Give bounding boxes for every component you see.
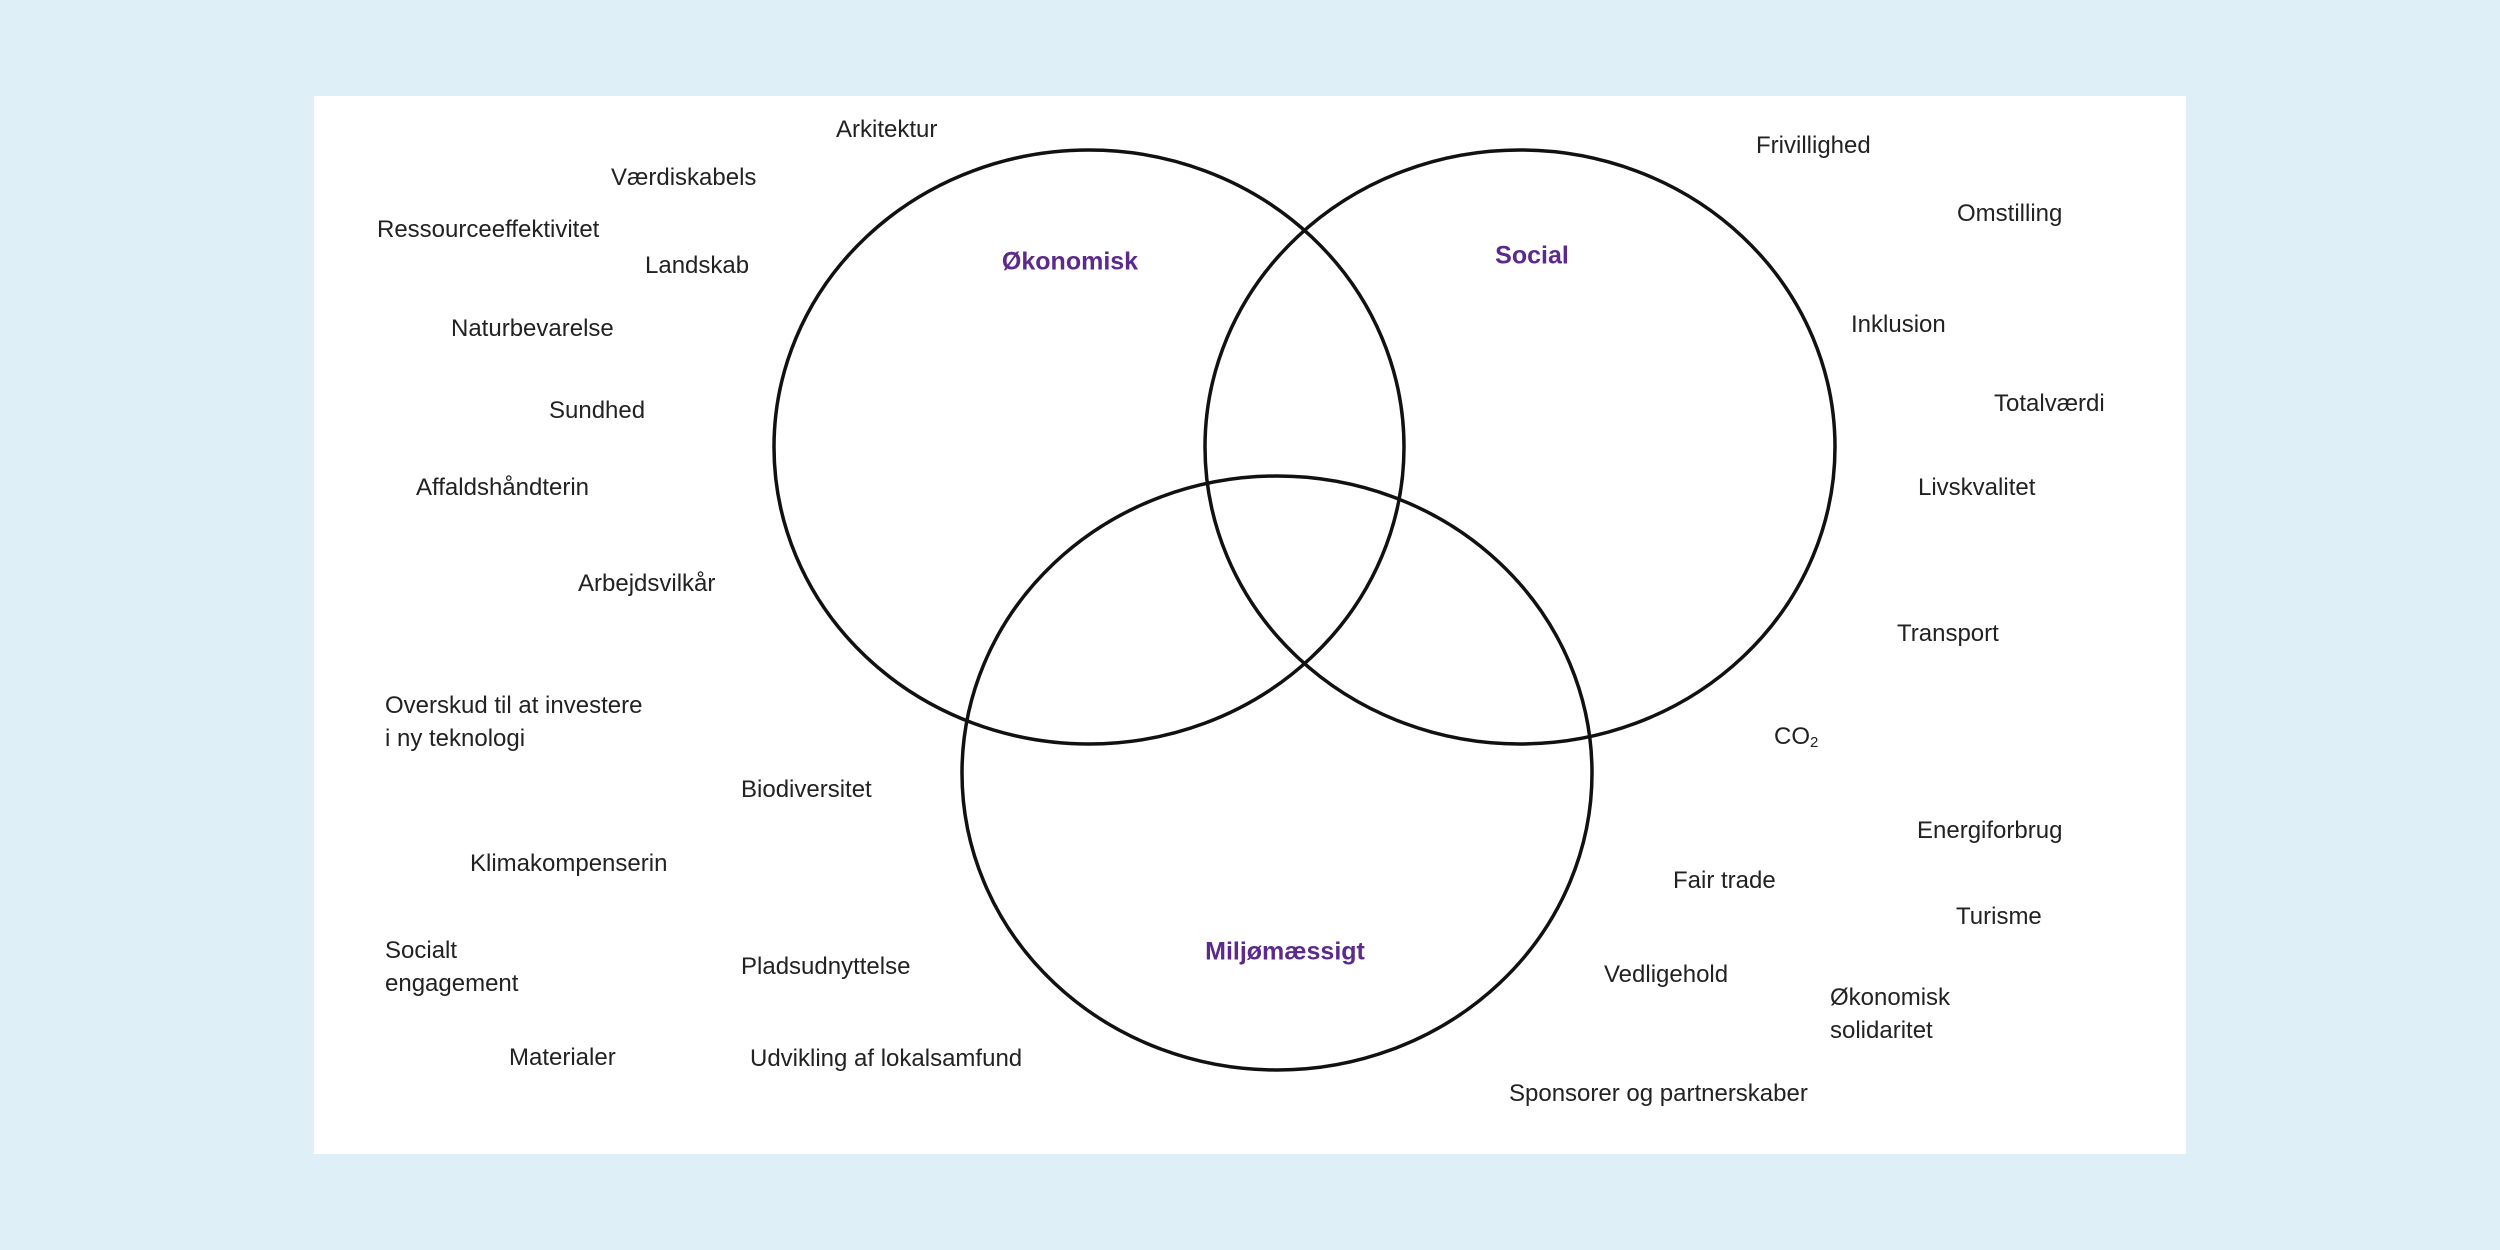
set-label-environmental: Miljømæssigt (1205, 937, 1365, 966)
set-label-economic: Økonomisk (1001, 247, 1139, 276)
term-energiforbrug: Energiforbrug (1917, 817, 2063, 844)
term-overskud-line1: Overskud til at investere (385, 692, 643, 719)
term-totalvaerdi: Totalværdi (1994, 390, 2105, 417)
term-overskud: Overskud til at investere i ny teknologi (385, 689, 642, 755)
term-arkitektur: Arkitektur (836, 116, 938, 143)
term-turisme: Turisme (1956, 903, 2042, 930)
term-socialt-engagement: Socialt engagement (385, 934, 518, 1000)
term-vedligehold: Vedligehold (1604, 961, 1729, 988)
term-affaldshaandterin: Affaldshåndterin (416, 474, 590, 501)
term-socialt-line1: Socialt (385, 937, 458, 964)
term-sundhed: Sundhed (549, 397, 646, 424)
social-circle (1203, 148, 1837, 746)
term-udvikling: Udvikling af lokalsamfund (750, 1045, 1023, 1072)
term-frivillighed: Frivillighed (1756, 132, 1871, 159)
term-ressourceeffektivitet: Ressourceeffektivitet (377, 216, 600, 243)
term-fair-trade: Fair trade (1673, 867, 1776, 894)
economic-circle (772, 148, 1406, 746)
term-biodiversitet: Biodiversitet (741, 776, 872, 803)
term-co2-main: CO (1774, 723, 1810, 750)
term-omstilling: Omstilling (1957, 200, 2063, 227)
term-overskud-line2: i ny teknologi (385, 725, 526, 752)
term-co2-subscript: 2 (1810, 734, 1819, 751)
term-co2: CO2 (1774, 720, 1818, 759)
term-arbejdsvilkaar: Arbejdsvilkår (578, 570, 716, 597)
term-livskvalitet: Livskvalitet (1918, 474, 2036, 501)
term-pladsudnyttelse: Pladsudnyttelse (741, 953, 911, 980)
term-inklusion: Inklusion (1851, 311, 1946, 338)
term-naturbevarelse: Naturbevarelse (451, 315, 614, 342)
set-label-social: Social (1495, 241, 1569, 270)
term-materialer: Materialer (509, 1044, 616, 1071)
term-klimakompenserin: Klimakompenserin (470, 850, 668, 877)
environmental-circle (960, 474, 1594, 1072)
term-transport: Transport (1897, 620, 1999, 647)
term-oekonomisk-line2: solidaritet (1830, 1017, 1933, 1044)
term-vaerdiskabels: Værdiskabels (611, 164, 757, 191)
term-oekonomisk-line1: Økonomisk (1830, 984, 1951, 1011)
term-oekonomisk-solidaritet: Økonomisk solidaritet (1830, 981, 1950, 1047)
term-socialt-line2: engagement (385, 970, 519, 997)
diagram-card (314, 96, 2186, 1154)
term-landskab: Landskab (645, 252, 750, 279)
term-sponsorer: Sponsorer og partnerskaber (1509, 1080, 1808, 1107)
